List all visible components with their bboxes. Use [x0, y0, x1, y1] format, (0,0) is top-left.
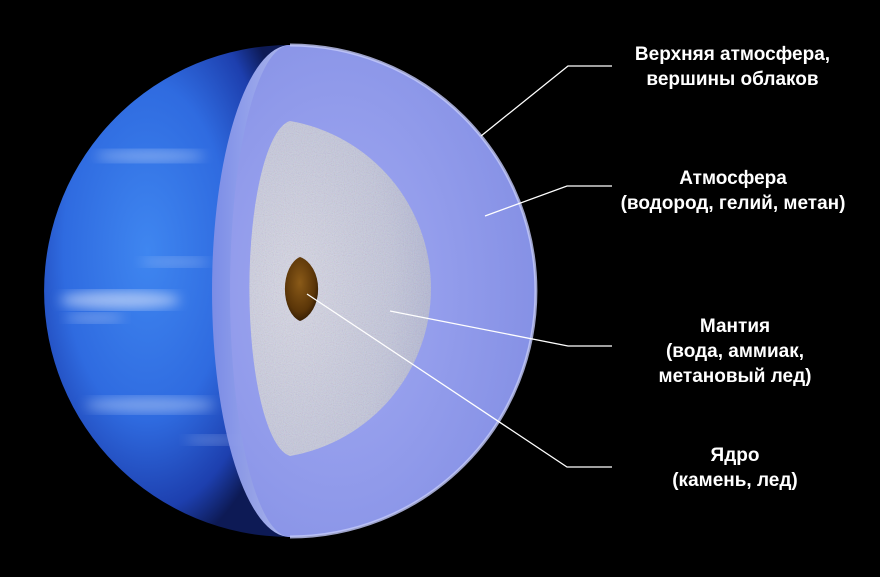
- label-mantle-line-2: (вода, аммиак,: [665, 341, 804, 362]
- label-upper-atmosphere-line-2: вершины облаков: [646, 69, 819, 90]
- label-mantle-line-1: Мантия: [699, 316, 771, 337]
- label-atmosphere: Атмосфера (водород, гелий, метан): [598, 166, 868, 216]
- label-upper-atmosphere: Верхняя атмосфера, вершины облаков: [615, 42, 850, 92]
- label-atmosphere-line-2: (водород, гелий, метан): [620, 193, 846, 214]
- cloud-streaks: [60, 150, 245, 445]
- label-upper-atmosphere-line-1: Верхняя атмосфера,: [634, 44, 831, 65]
- leader-line-core: [306, 293, 612, 468]
- leader-line-upper-atmosphere: [480, 65, 612, 137]
- leader-line-mantle: [389, 310, 612, 347]
- core: [284, 257, 319, 321]
- label-core-line-1: Ядро: [710, 445, 760, 466]
- leader-lines: [306, 65, 612, 468]
- label-atmosphere-line-1: Атмосфера: [679, 168, 787, 189]
- upper-atmosphere-rim: [289, 43, 538, 539]
- label-mantle: Мантия (вода, аммиак, метановый лед): [625, 314, 845, 389]
- label-mantle-line-3: метановый лед): [658, 366, 812, 387]
- label-core: Ядро (камень, лед): [640, 443, 830, 493]
- label-core-line-2: (камень, лед): [672, 470, 798, 491]
- mantle-texture: [249, 121, 431, 456]
- leader-line-atmosphere: [484, 185, 612, 217]
